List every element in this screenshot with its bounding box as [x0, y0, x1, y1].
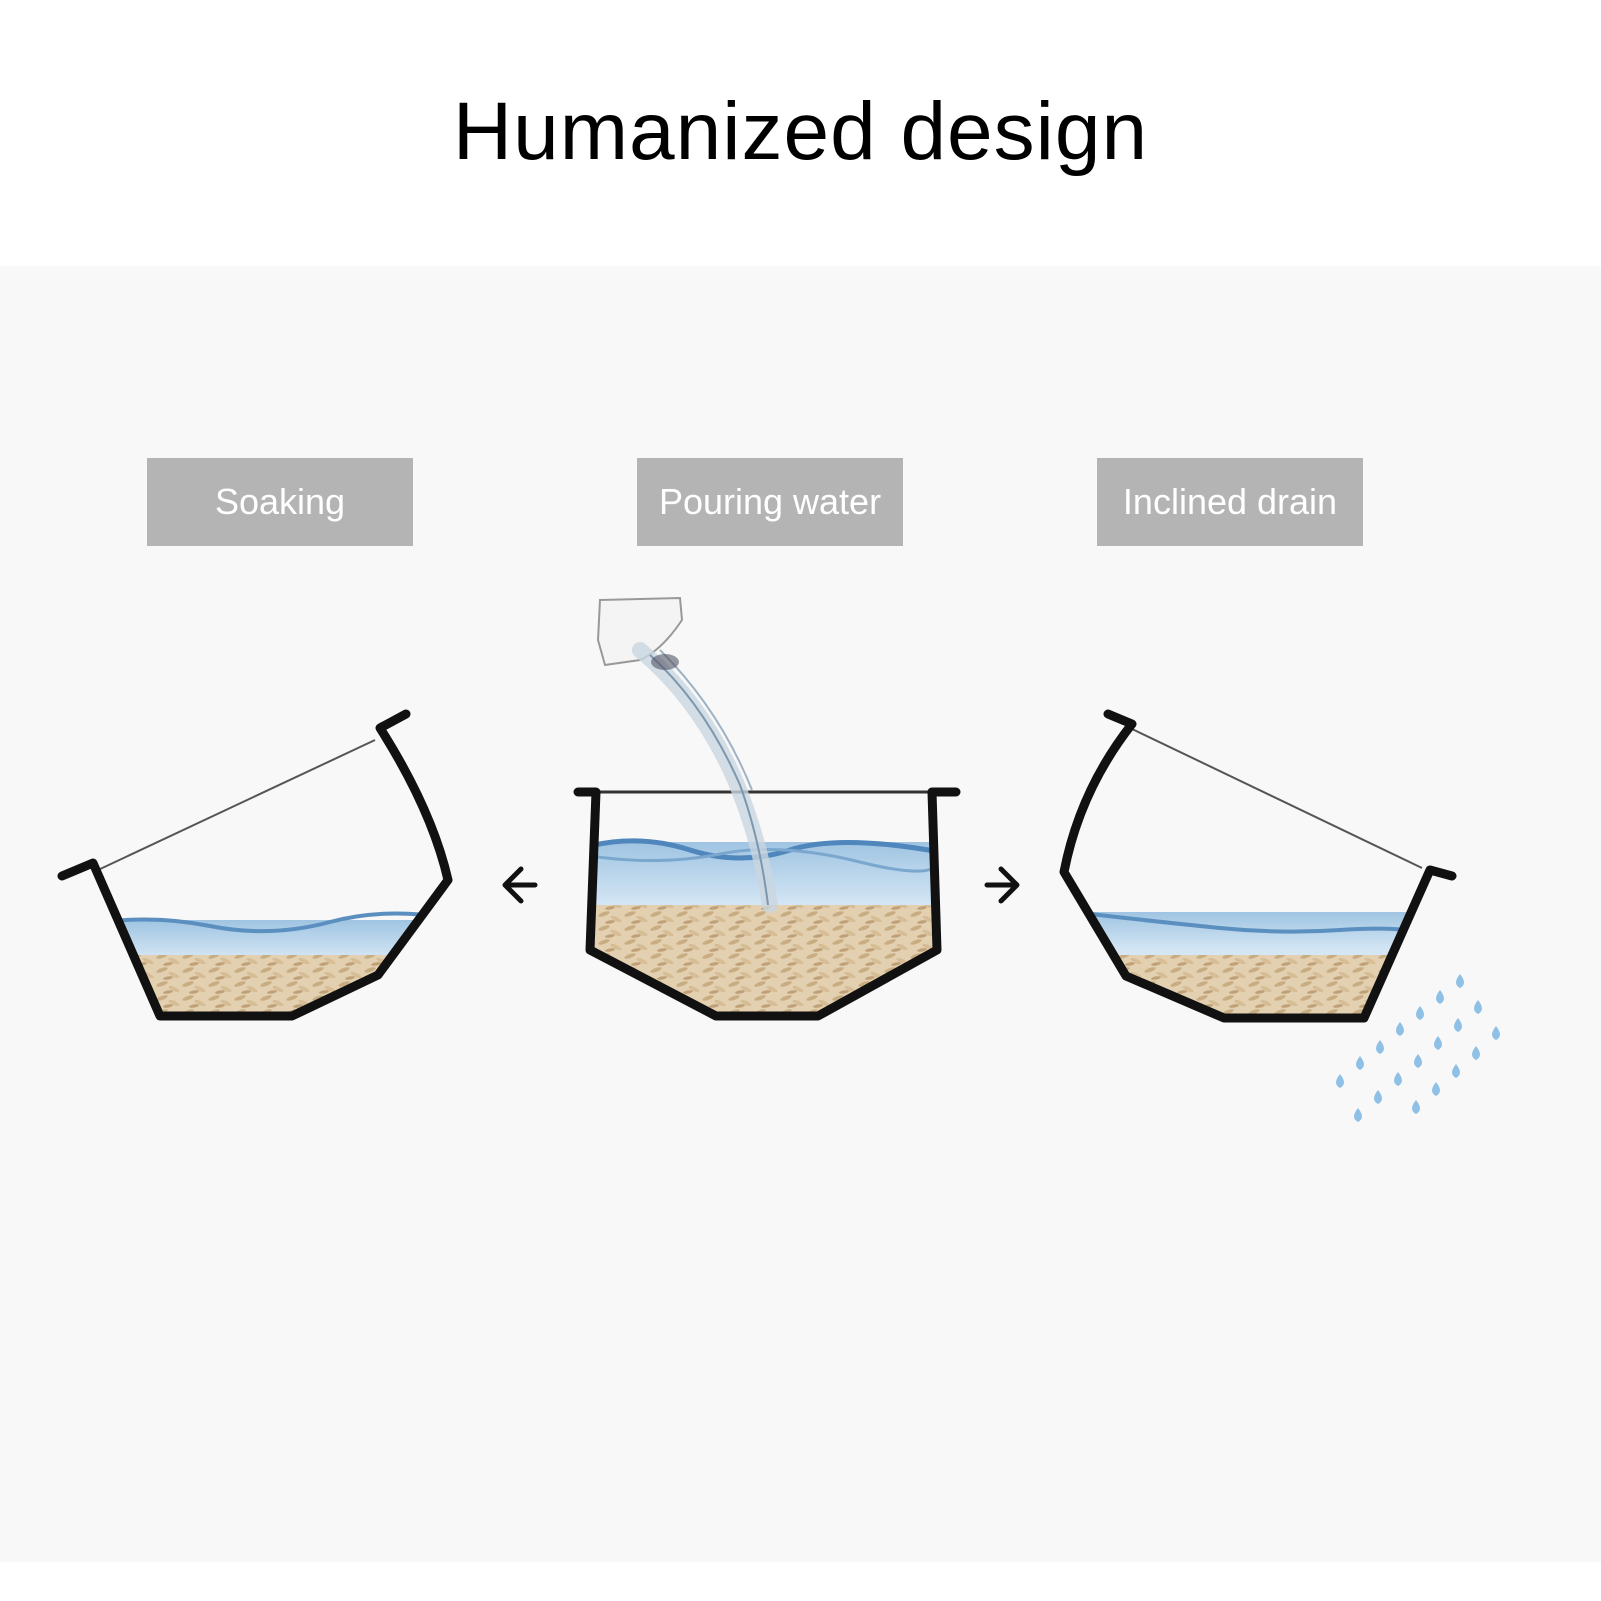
step-label-soaking: Soaking [147, 458, 413, 546]
inclined-drain-bowl [1059, 709, 1457, 1023]
page-title: Humanized design [452, 86, 1149, 177]
step-label-pouring-water: Pouring water [637, 458, 903, 546]
water-drops [1336, 974, 1500, 1122]
soaking-bowl [57, 709, 453, 1021]
pouring-stream [596, 596, 778, 913]
step-label-inclined-drain: Inclined drain [1097, 458, 1363, 546]
left-arrow-icon [502, 866, 538, 904]
right-arrow-icon [984, 866, 1020, 904]
